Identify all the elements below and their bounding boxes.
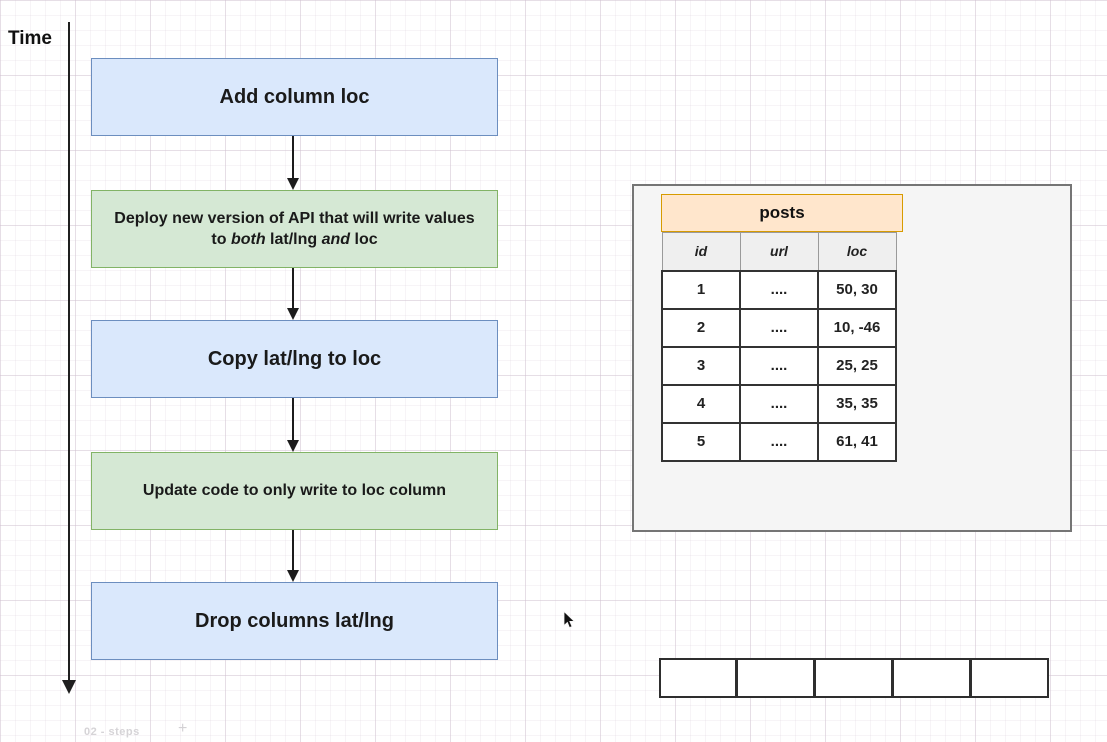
time-axis-label: Time (8, 28, 53, 49)
cell-url: .... (739, 383, 819, 424)
table-row: 2 .... 10, -46 (661, 307, 897, 348)
table-row: 1 .... 50, 30 (661, 269, 897, 310)
table-row: 3 .... 25, 25 (661, 345, 897, 386)
step-label: Update code to only write to loc column (142, 482, 447, 500)
posts-table: id url loc 1 .... 50, 30 2 .... 10, -46 … (661, 232, 897, 462)
connector-arrowhead-2-icon (287, 308, 299, 320)
posts-column-url: url (739, 232, 819, 271)
step-label: Add column loc (219, 85, 370, 108)
connector-line-3 (292, 398, 294, 440)
connector-line-2 (292, 268, 294, 308)
posts-table-title: posts (661, 194, 903, 232)
mouse-cursor-icon (563, 611, 576, 629)
posts-table-header-row: id url loc (661, 232, 897, 271)
connector-line-4 (292, 530, 294, 570)
cell-id: 1 (661, 269, 741, 310)
cell-loc: 25, 25 (817, 345, 897, 386)
step-drop-columns-latlng: Drop columns lat/lng (91, 582, 498, 660)
cell-loc: 50, 30 (817, 269, 897, 310)
step-copy-latlng-to-loc: Copy lat/lng to loc (91, 320, 498, 398)
table-row: 5 .... 61, 41 (661, 421, 897, 462)
cell-id: 3 (661, 345, 741, 386)
empty-cell (659, 658, 737, 698)
step-label: Drop columns lat/lng (195, 609, 394, 632)
step-deploy-new-api: Deploy new version of API that will writ… (91, 190, 498, 268)
empty-cell (737, 658, 815, 698)
posts-column-id: id (661, 232, 741, 271)
cell-id: 2 (661, 307, 741, 348)
cell-loc: 35, 35 (817, 383, 897, 424)
connector-line-1 (292, 136, 294, 178)
step-add-column-loc: Add column loc (91, 58, 498, 136)
connector-arrowhead-4-icon (287, 570, 299, 582)
cell-url: .... (739, 307, 819, 348)
posts-column-loc: loc (817, 232, 897, 271)
connector-arrowhead-1-icon (287, 178, 299, 190)
cell-id: 5 (661, 421, 741, 462)
page-tab-steps[interactable]: 02 - steps (84, 726, 140, 738)
cell-loc: 61, 41 (817, 421, 897, 462)
table-row: 4 .... 35, 35 (661, 383, 897, 424)
cell-loc: 10, -46 (817, 307, 897, 348)
cell-url: .... (739, 421, 819, 462)
cell-url: .... (739, 345, 819, 386)
step-label: Deploy new version of API that will writ… (114, 209, 475, 248)
empty-cells-row (659, 658, 1049, 698)
empty-cell (815, 658, 893, 698)
empty-cell (893, 658, 971, 698)
cell-id: 4 (661, 383, 741, 424)
step-label: Copy lat/lng to loc (207, 347, 382, 370)
empty-cell (971, 658, 1049, 698)
cell-url: .... (739, 269, 819, 310)
step-update-code: Update code to only write to loc column (91, 452, 498, 530)
connector-arrowhead-3-icon (287, 440, 299, 452)
time-axis-line (68, 22, 70, 682)
time-axis-arrowhead-icon (62, 680, 76, 694)
add-page-button[interactable]: + (178, 720, 188, 737)
